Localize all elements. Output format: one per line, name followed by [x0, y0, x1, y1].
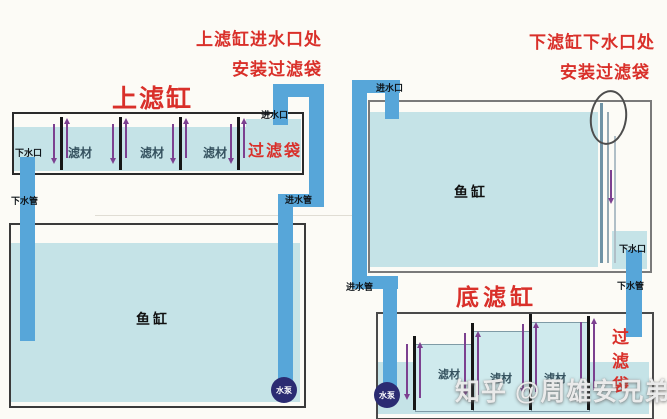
supply-pipe-riser-upper — [309, 90, 324, 200]
inlet-label: 进水口 — [261, 110, 289, 120]
inlet-label: 进水口 — [376, 83, 404, 93]
media-label: 滤材 — [203, 146, 228, 160]
baffle-divider — [119, 117, 122, 170]
drain-pipe — [626, 250, 642, 337]
flow-arrow-up-icon — [591, 318, 597, 390]
fish-tank-label: 鱼缸 — [454, 184, 488, 200]
watermark: 知乎 @周雄安兄弟 — [455, 378, 667, 406]
flow-arrow-up-icon — [475, 331, 481, 395]
supply-pipe-riser — [352, 80, 367, 280]
flow-arrow-down-icon — [404, 344, 410, 400]
filter-bag-water — [246, 119, 301, 171]
pump-label: 水泵 — [379, 390, 395, 400]
media-label: 滤材 — [438, 369, 460, 381]
flow-arrow-down-icon — [520, 324, 526, 394]
annotation-left-line2: 安装过滤袋 — [232, 60, 322, 79]
flow-arrow-down-icon — [110, 124, 116, 164]
overflow-standpipe — [600, 103, 603, 263]
water-pump: 水泵 — [271, 377, 297, 403]
overflow-standpipe — [614, 136, 616, 263]
fish-tank — [368, 100, 652, 273]
flow-arrow-down-icon — [578, 322, 584, 394]
flow-arrow-down-icon — [462, 333, 468, 397]
fish-tank — [9, 223, 306, 408]
pump-label: 水泵 — [276, 385, 292, 395]
annotation-left-line1: 上滤缸进水口处 — [196, 30, 322, 49]
water-pump: 水泵 — [374, 382, 400, 408]
fish-tank-water — [370, 112, 598, 267]
shelf-line — [95, 215, 360, 216]
drain-pipe — [20, 157, 35, 341]
baffle-divider — [179, 117, 182, 170]
top-filter-tank — [12, 112, 304, 175]
annotation-right-line2: 安装过滤袋 — [560, 63, 650, 82]
baffle-divider — [471, 323, 474, 410]
media-label: 滤材 — [140, 146, 165, 160]
media-label: 滤材 — [490, 373, 512, 385]
outlet-label: 下水口 — [15, 148, 43, 158]
supply-pipe-inlet-stub — [385, 81, 399, 119]
flow-arrow-up-icon — [64, 118, 70, 158]
media-label: 滤材 — [68, 146, 93, 160]
flow-arrow-down-icon — [228, 124, 234, 164]
flow-arrow-up-icon — [241, 118, 247, 158]
baffle-divider — [60, 117, 63, 170]
flow-arrow-up-icon — [183, 118, 189, 158]
filter-bag-label: 过滤袋 — [609, 328, 628, 400]
supply-pipe-inlet-stub — [273, 85, 288, 125]
flow-arrow-down-icon — [608, 170, 614, 204]
drain-pipe-label: 下水管 — [11, 196, 39, 206]
flow-arrow-up-icon — [123, 118, 129, 158]
supply-pipe-riser-lower — [278, 199, 293, 385]
media-label: 滤材 — [544, 373, 566, 385]
baffle-divider — [413, 336, 416, 410]
flow-arrow-up-icon — [417, 342, 423, 398]
flow-arrow-down-icon — [170, 124, 176, 164]
supply-pipe-label: 进水管 — [346, 282, 374, 292]
fish-tank-water — [11, 243, 300, 402]
baffle-divider — [587, 316, 590, 410]
filter-bag-label: 过滤袋 — [248, 143, 303, 160]
supply-pipe-riser-lower — [383, 276, 397, 389]
left-diagram-title: 上滤缸 — [112, 85, 194, 113]
outlet-label: 下水口 — [619, 244, 647, 254]
annotation-right-line1: 下滤缸下水口处 — [529, 33, 655, 52]
overflow-standpipe — [607, 112, 609, 263]
fish-tank-label: 鱼缸 — [136, 311, 170, 327]
flow-arrow-up-icon — [533, 322, 539, 392]
supply-pipe-label: 进水管 — [285, 195, 313, 205]
flow-arrow-down-icon — [51, 124, 57, 164]
baffle-divider — [237, 117, 240, 170]
right-diagram-title: 底滤缸 — [456, 284, 537, 310]
baffle-divider — [529, 314, 532, 410]
drain-pipe-label: 下水管 — [617, 281, 645, 291]
